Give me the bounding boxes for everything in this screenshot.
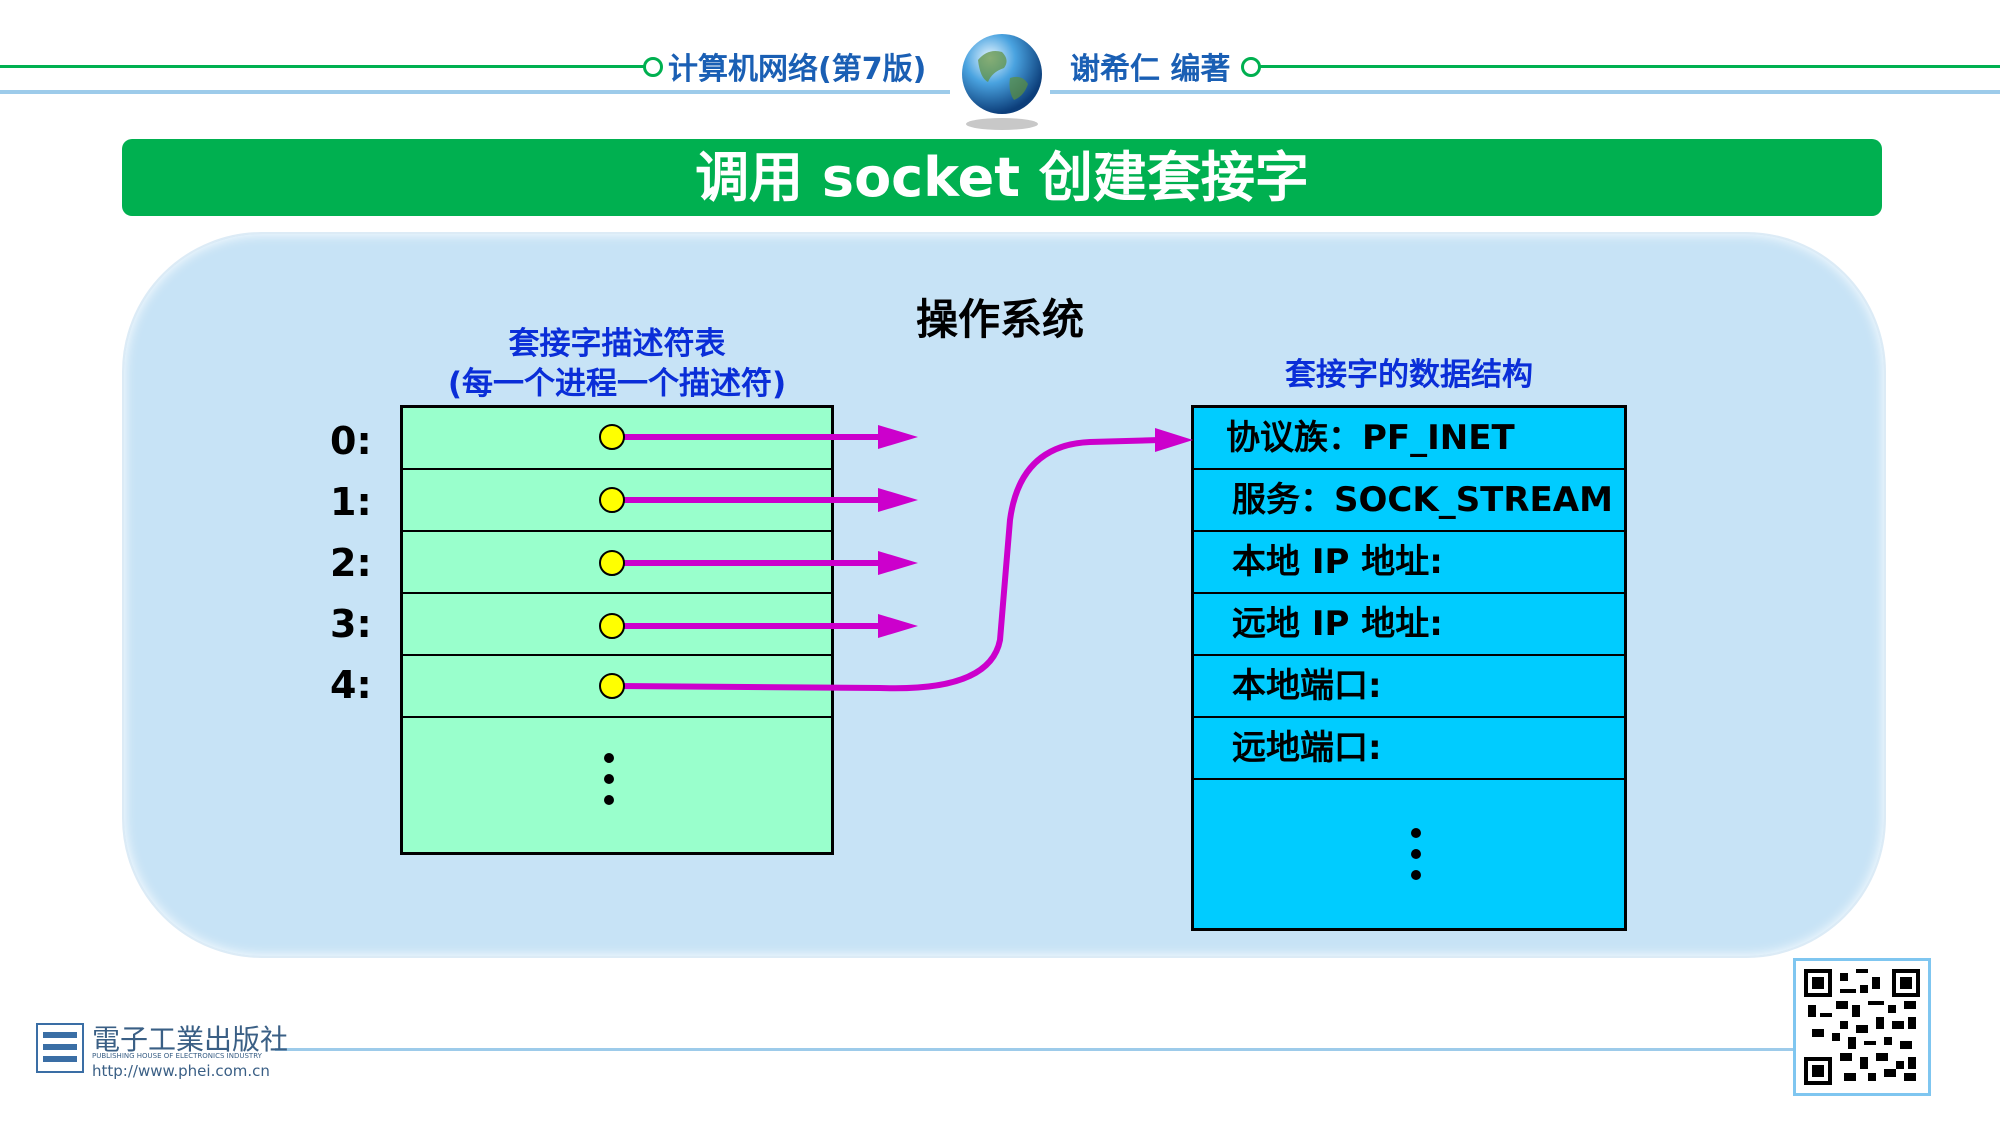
descriptor-index-3: 3: <box>330 602 372 646</box>
header-bullet-right <box>1241 57 1261 77</box>
os-label: 操作系统 <box>915 295 1084 344</box>
header-line-blue <box>0 90 950 94</box>
qr-code-icon <box>1804 969 1920 1085</box>
ds-row-local-port: 本地端口: <box>1194 656 1624 718</box>
header-line-blue-right <box>1050 90 2000 94</box>
slide-title: 调用 socket 创建套接字 <box>122 139 1882 216</box>
descriptor-row-1 <box>403 470 831 532</box>
ds-row-family: 协议族：PF_INET <box>1194 408 1624 470</box>
descriptor-table-subtitle: (每一个进程一个描述符) <box>447 366 787 402</box>
descriptor-row-2 <box>403 532 831 594</box>
descriptor-table-title: 套接字描述符表 <box>508 326 726 362</box>
ds-row-local-ip: 本地 IP 地址: <box>1194 532 1624 594</box>
descriptor-index-4: 4: <box>330 663 372 707</box>
descriptor-table <box>400 405 834 855</box>
publisher-url: http://www.phei.com.cn <box>92 1062 270 1080</box>
descriptor-index-0: 0: <box>330 419 372 463</box>
header-bullet-left <box>643 57 663 77</box>
descriptor-ellipsis <box>604 753 614 816</box>
ds-row-remote-port: 远地端口: <box>1194 718 1624 780</box>
ds-row-remote-ip: 远地 IP 地址: <box>1194 594 1624 656</box>
descriptor-row-4 <box>403 656 831 718</box>
ds-ellipsis <box>1411 828 1421 891</box>
header-line-green-right <box>1258 65 2000 68</box>
descriptor-index-2: 2: <box>330 541 372 585</box>
descriptor-index-1: 1: <box>330 480 372 524</box>
publisher-logo-icon <box>36 1023 84 1073</box>
socket-data-structure: 协议族：PF_INET 服务：SOCK_STREAM 本地 IP 地址: 远地 … <box>1191 405 1627 931</box>
publisher-english: PUBLISHING HOUSE OF ELECTRONICS INDUSTRY <box>92 1052 262 1060</box>
descriptor-row-3 <box>403 594 831 656</box>
descriptor-row-0 <box>403 408 831 470</box>
author-label: 谢希仁 编著 <box>1070 52 1231 87</box>
footer-line <box>275 1048 1795 1051</box>
globe-icon <box>962 34 1042 130</box>
qr-code <box>1793 958 1931 1096</box>
book-title: 计算机网络(第7版) <box>668 52 927 87</box>
publisher-name: 電子工業出版社 <box>92 1023 289 1056</box>
data-structure-title: 套接字的数据结构 <box>1285 357 1533 393</box>
header-line-green <box>0 65 652 68</box>
ds-row-service: 服务：SOCK_STREAM <box>1194 470 1624 532</box>
